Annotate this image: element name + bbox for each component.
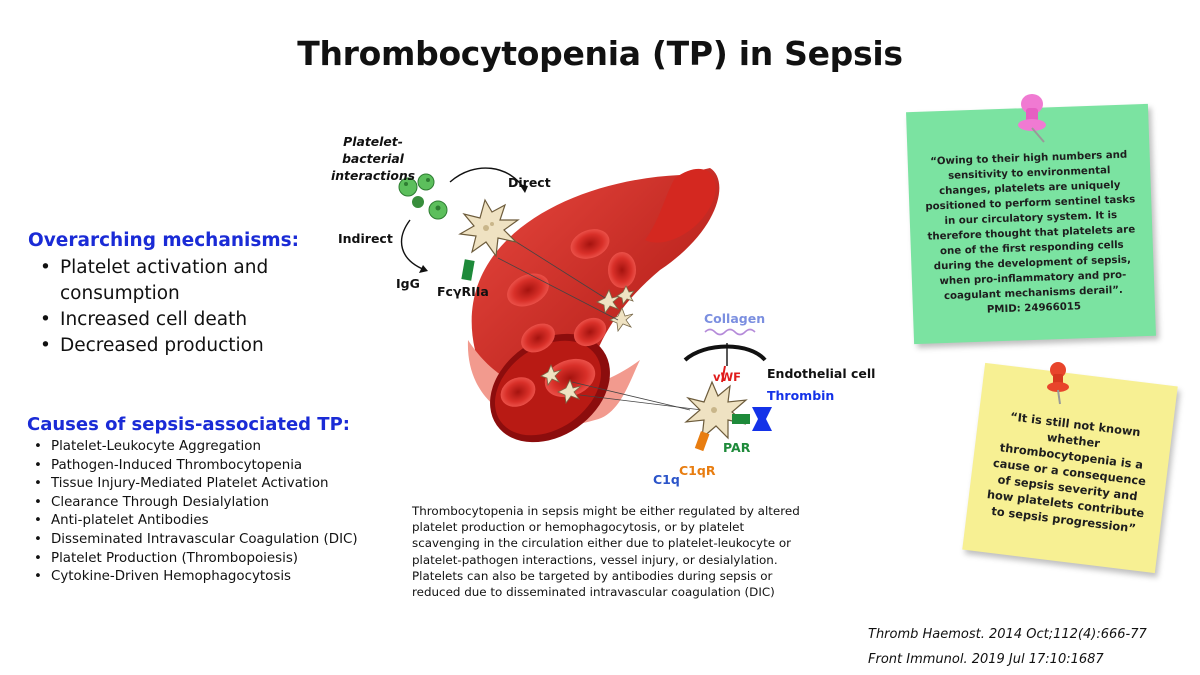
bacteria-icon <box>398 173 448 220</box>
vwf-label: vWF <box>713 370 742 384</box>
c1qr-receptor-icon <box>694 431 710 452</box>
mechanism-item: Decreased production <box>40 333 300 359</box>
fcgr-label: FcγRIIa <box>437 284 489 299</box>
cause-item: Platelet Production (Thrombopoiesis) <box>34 550 394 569</box>
interactions-label: Platelet- bacterial interactions <box>330 134 416 183</box>
collagen-icon <box>704 328 756 336</box>
cause-item: Clearance Through Desialylation <box>34 494 394 513</box>
direct-label: Direct <box>508 175 551 190</box>
cause-item: Platelet-Leukocyte Aggregation <box>34 438 394 457</box>
platelet-icon-bottom <box>684 380 748 440</box>
igg-label: IgG <box>396 276 420 291</box>
c1qr-label: C1qR <box>679 463 716 478</box>
cause-item: Disseminated Intravascular Coagulation (… <box>34 531 394 550</box>
reference-item: Front Immunol. 2019 Jul 17:10:1687 <box>868 652 1104 667</box>
pushpin-red-icon <box>1047 362 1069 405</box>
endothelial-membrane <box>683 344 767 362</box>
mechanism-item: Increased cell death <box>40 307 300 333</box>
endothelial-label: Endothelial cell <box>767 366 876 381</box>
references: Thromb Haemost. 2014 Oct;112(4):666-77 F… <box>868 622 1147 672</box>
mechanism-item-continued: consumption <box>60 283 180 304</box>
vessel-back <box>645 168 716 243</box>
cause-item: Anti-platelet Antibodies <box>34 512 394 531</box>
mechanisms-list: Platelet activation and consumption Incr… <box>40 255 300 359</box>
interaction-arrows <box>400 167 526 271</box>
causes-heading: Causes of sepsis-associated TP: <box>27 414 350 435</box>
pushpin-pink-icon <box>1018 94 1046 143</box>
mechanisms-heading: Overarching mechanisms: <box>28 230 300 251</box>
collagen-label: Collagen <box>704 311 766 326</box>
mechanism-item: Platelet activation and <box>40 255 300 281</box>
page-title: Thrombocytopenia (TP) in Sepsis <box>297 34 903 73</box>
par-receptor-icon <box>732 414 750 424</box>
platelet-icon-top <box>458 198 520 258</box>
cause-item: Cytokine-Driven Hemophagocytosis <box>34 568 394 587</box>
platelets-in-vessel <box>540 285 635 405</box>
cause-item: Tissue Injury-Mediated Platelet Activati… <box>34 475 394 494</box>
quote-text-yellow: “It is still not known whether thrombocy… <box>986 409 1147 536</box>
diagram-caption: Thrombocytopenia in sepsis might be eith… <box>412 504 800 600</box>
quote-text-green: “Owing to their high numbers and sensiti… <box>925 149 1136 316</box>
cause-item: Pathogen-Induced Thrombocytopenia <box>34 457 394 476</box>
blood-vessel-diagram <box>398 167 772 452</box>
par-label: PAR <box>723 440 751 455</box>
reference-item: Thromb Haemost. 2014 Oct;112(4):666-77 <box>868 627 1147 642</box>
fcgr-receptor-icon <box>461 259 475 281</box>
thrombin-icon <box>752 407 772 431</box>
indirect-label: Indirect <box>338 231 393 246</box>
connector-lines <box>497 237 703 411</box>
red-blood-cells <box>500 229 636 407</box>
thrombin-label: Thrombin <box>767 388 835 403</box>
c1q-label: C1q <box>653 472 680 487</box>
causes-list: Platelet-Leukocyte Aggregation Pathogen-… <box>34 438 394 587</box>
